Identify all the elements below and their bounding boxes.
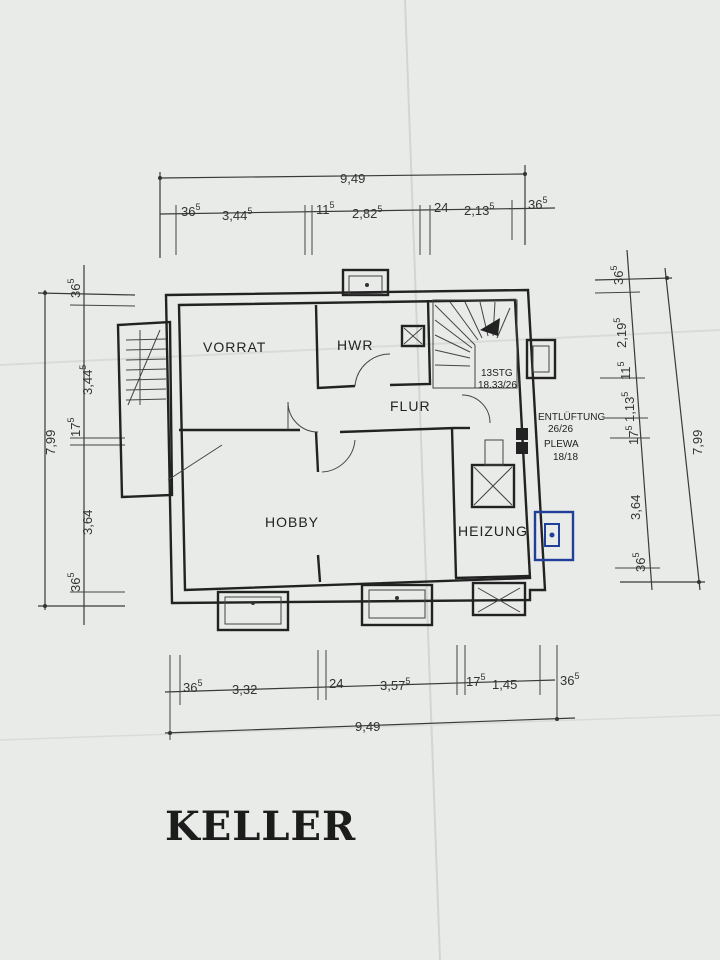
paper-fold	[0, 714, 720, 741]
room-label-hobby: HOBBY	[265, 514, 319, 530]
top-dim-1: 365	[181, 202, 200, 219]
bottom-dim-6: 1,45	[492, 677, 517, 692]
left-dim-5: 365	[66, 573, 83, 592]
left-dimension-chain: 7,99 365 3,445 175 3,64 365	[37, 265, 136, 625]
top-total-dim: 9,49	[340, 171, 365, 186]
bottom-dim-2: 3,32	[232, 682, 257, 697]
room-label-heizung: HEIZUNG	[458, 523, 528, 539]
right-total-dim: 7,99	[690, 430, 705, 455]
bottom-total-dim: 9,49	[355, 719, 380, 734]
top-dim-6: 2,135	[464, 201, 494, 218]
pen-marking	[533, 510, 575, 562]
stairs-count-label: 13STG	[481, 368, 513, 379]
top-dim-7: 365	[528, 195, 547, 212]
paper-fold	[404, 0, 441, 960]
stairs-size-label: 18.33/26	[478, 380, 517, 391]
ventilation-label: ENTLÜFTUNG	[538, 411, 605, 423]
bottom-dim-1: 365	[183, 678, 202, 695]
room-label-hwr: HWR	[337, 337, 373, 353]
room-label-vorrat: VORRAT	[203, 339, 266, 355]
right-dim-2: 2,195	[612, 318, 629, 348]
left-total-dim: 7,99	[43, 430, 58, 455]
plan-title: KELLER	[165, 803, 356, 850]
bottom-dim-5: 175	[466, 672, 485, 689]
bottom-dim-7: 365	[560, 671, 579, 688]
ventilation-size-label: 26/26	[548, 424, 573, 435]
right-dim-1: 365	[609, 266, 626, 285]
paper-fold	[0, 329, 720, 366]
right-dim-7: 365	[631, 553, 648, 572]
bottom-dimension-chain: 365 3,32 24 3,575 175 1,45 365 9,49	[164, 645, 579, 740]
bottom-dim-3: 24	[329, 676, 343, 691]
top-dim-5: 24	[434, 200, 448, 215]
right-dimension-chain: 7,99 365 2,195 115 1,135 175 3,64 365	[594, 249, 705, 591]
right-dim-3: 115	[616, 361, 633, 380]
top-dim-3: 115	[316, 200, 335, 217]
right-dim-5: 175	[624, 426, 641, 445]
plewa-label: PLEWA	[544, 439, 579, 450]
left-dim-3: 175	[66, 418, 83, 437]
bottom-dim-4: 3,575	[380, 676, 410, 693]
building-outline	[116, 268, 557, 632]
top-dimension-chain: 9,49 365 3,445 115 2,825 24 2,135 365	[158, 165, 556, 258]
right-dim-6: 3,64	[628, 495, 643, 520]
plewa-size-label: 18/18	[553, 452, 578, 463]
top-dim-4: 2,825	[352, 204, 382, 221]
top-dim-2: 3,445	[222, 206, 252, 223]
left-dim-2: 3,445	[78, 365, 95, 395]
room-label-flur: FLUR	[390, 398, 431, 414]
left-dim-4: 3,64	[80, 510, 95, 535]
right-dim-4: 1,135	[620, 392, 637, 422]
left-dim-1: 365	[66, 279, 83, 298]
